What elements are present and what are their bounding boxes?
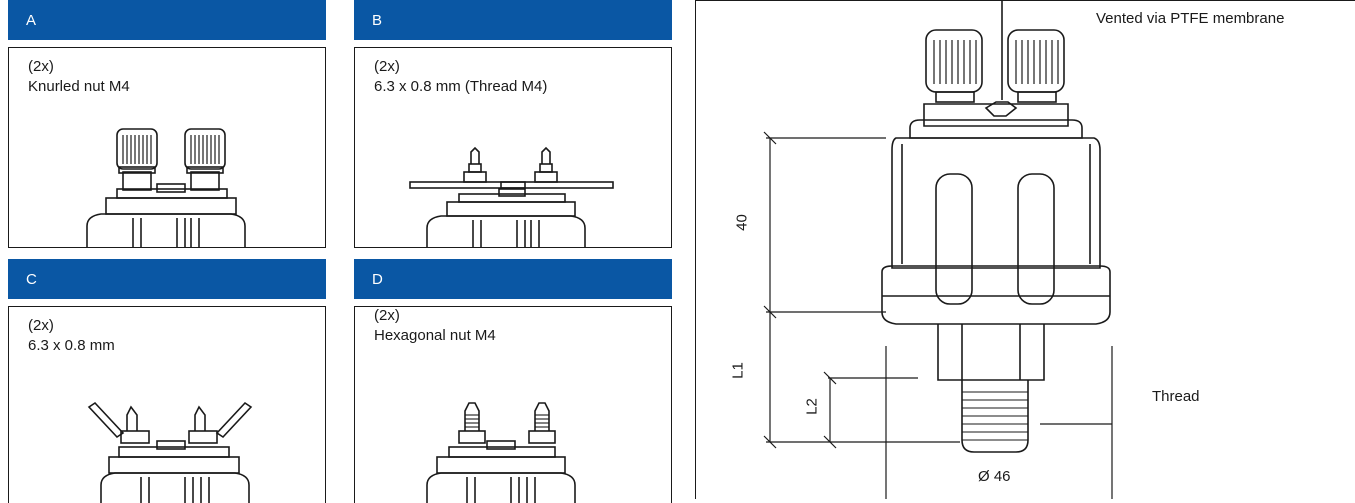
panel-top-border [696,0,1355,1]
variant-a-box: (2x) Knurled nut M4 [8,47,326,248]
variant-b-header-label: B [372,12,383,29]
angled-flat-tab-terminal-drawing [87,401,253,503]
variant-a-panel: A (2x) Knurled nut M4 [8,0,326,248]
variant-c-panel: C (2x) 6.3 x 0.8 mm [8,259,326,503]
variant-d-box: (2x) Hexagonal nut M4 [354,306,672,503]
variant-b-description: 6.3 x 0.8 mm (Thread M4) [374,78,548,95]
variant-d-quantity: (2x) [374,307,400,324]
dimension-l2-label: L2 [803,398,821,415]
variant-d-description: Hexagonal nut M4 [374,327,496,344]
thread-label: Thread [1152,388,1200,405]
variant-d-header: D [354,259,672,299]
variant-d-panel: D (2x) Hexagonal nut M4 [354,259,672,503]
variant-b-header: B [354,0,672,40]
variant-a-quantity: (2x) [28,58,54,75]
variant-c-header: C [8,259,326,299]
variant-d-header-label: D [372,271,383,288]
dimension-l1-label: L1 [729,362,747,379]
flat-tab-threaded-terminal-drawing [409,146,614,247]
variant-b-panel: B (2x) 6.3 x 0.8 mm (Thread M4) [354,0,672,248]
variant-a-header: A [8,0,326,40]
venting-note: Vented via PTFE membrane [1096,10,1285,27]
pressure-sensor-drawing [763,0,1113,499]
variant-a-header-label: A [26,12,37,29]
diameter-label: Ø 46 [978,468,1011,485]
variant-c-description: 6.3 x 0.8 mm [28,337,115,354]
dimension-40-label: 40 [733,214,751,231]
variant-c-header-label: C [26,271,37,288]
variant-c-box: (2x) 6.3 x 0.8 mm [8,306,326,503]
knurled-nut-terminal-drawing [86,128,246,247]
variant-b-box: (2x) 6.3 x 0.8 mm (Thread M4) [354,47,672,248]
variant-a-description: Knurled nut M4 [28,78,130,95]
dimension-drawing-panel: Vented via PTFE membrane [695,0,1355,499]
hexagonal-nut-terminal-drawing [426,402,576,503]
variant-c-quantity: (2x) [28,317,54,334]
variant-b-quantity: (2x) [374,58,400,75]
